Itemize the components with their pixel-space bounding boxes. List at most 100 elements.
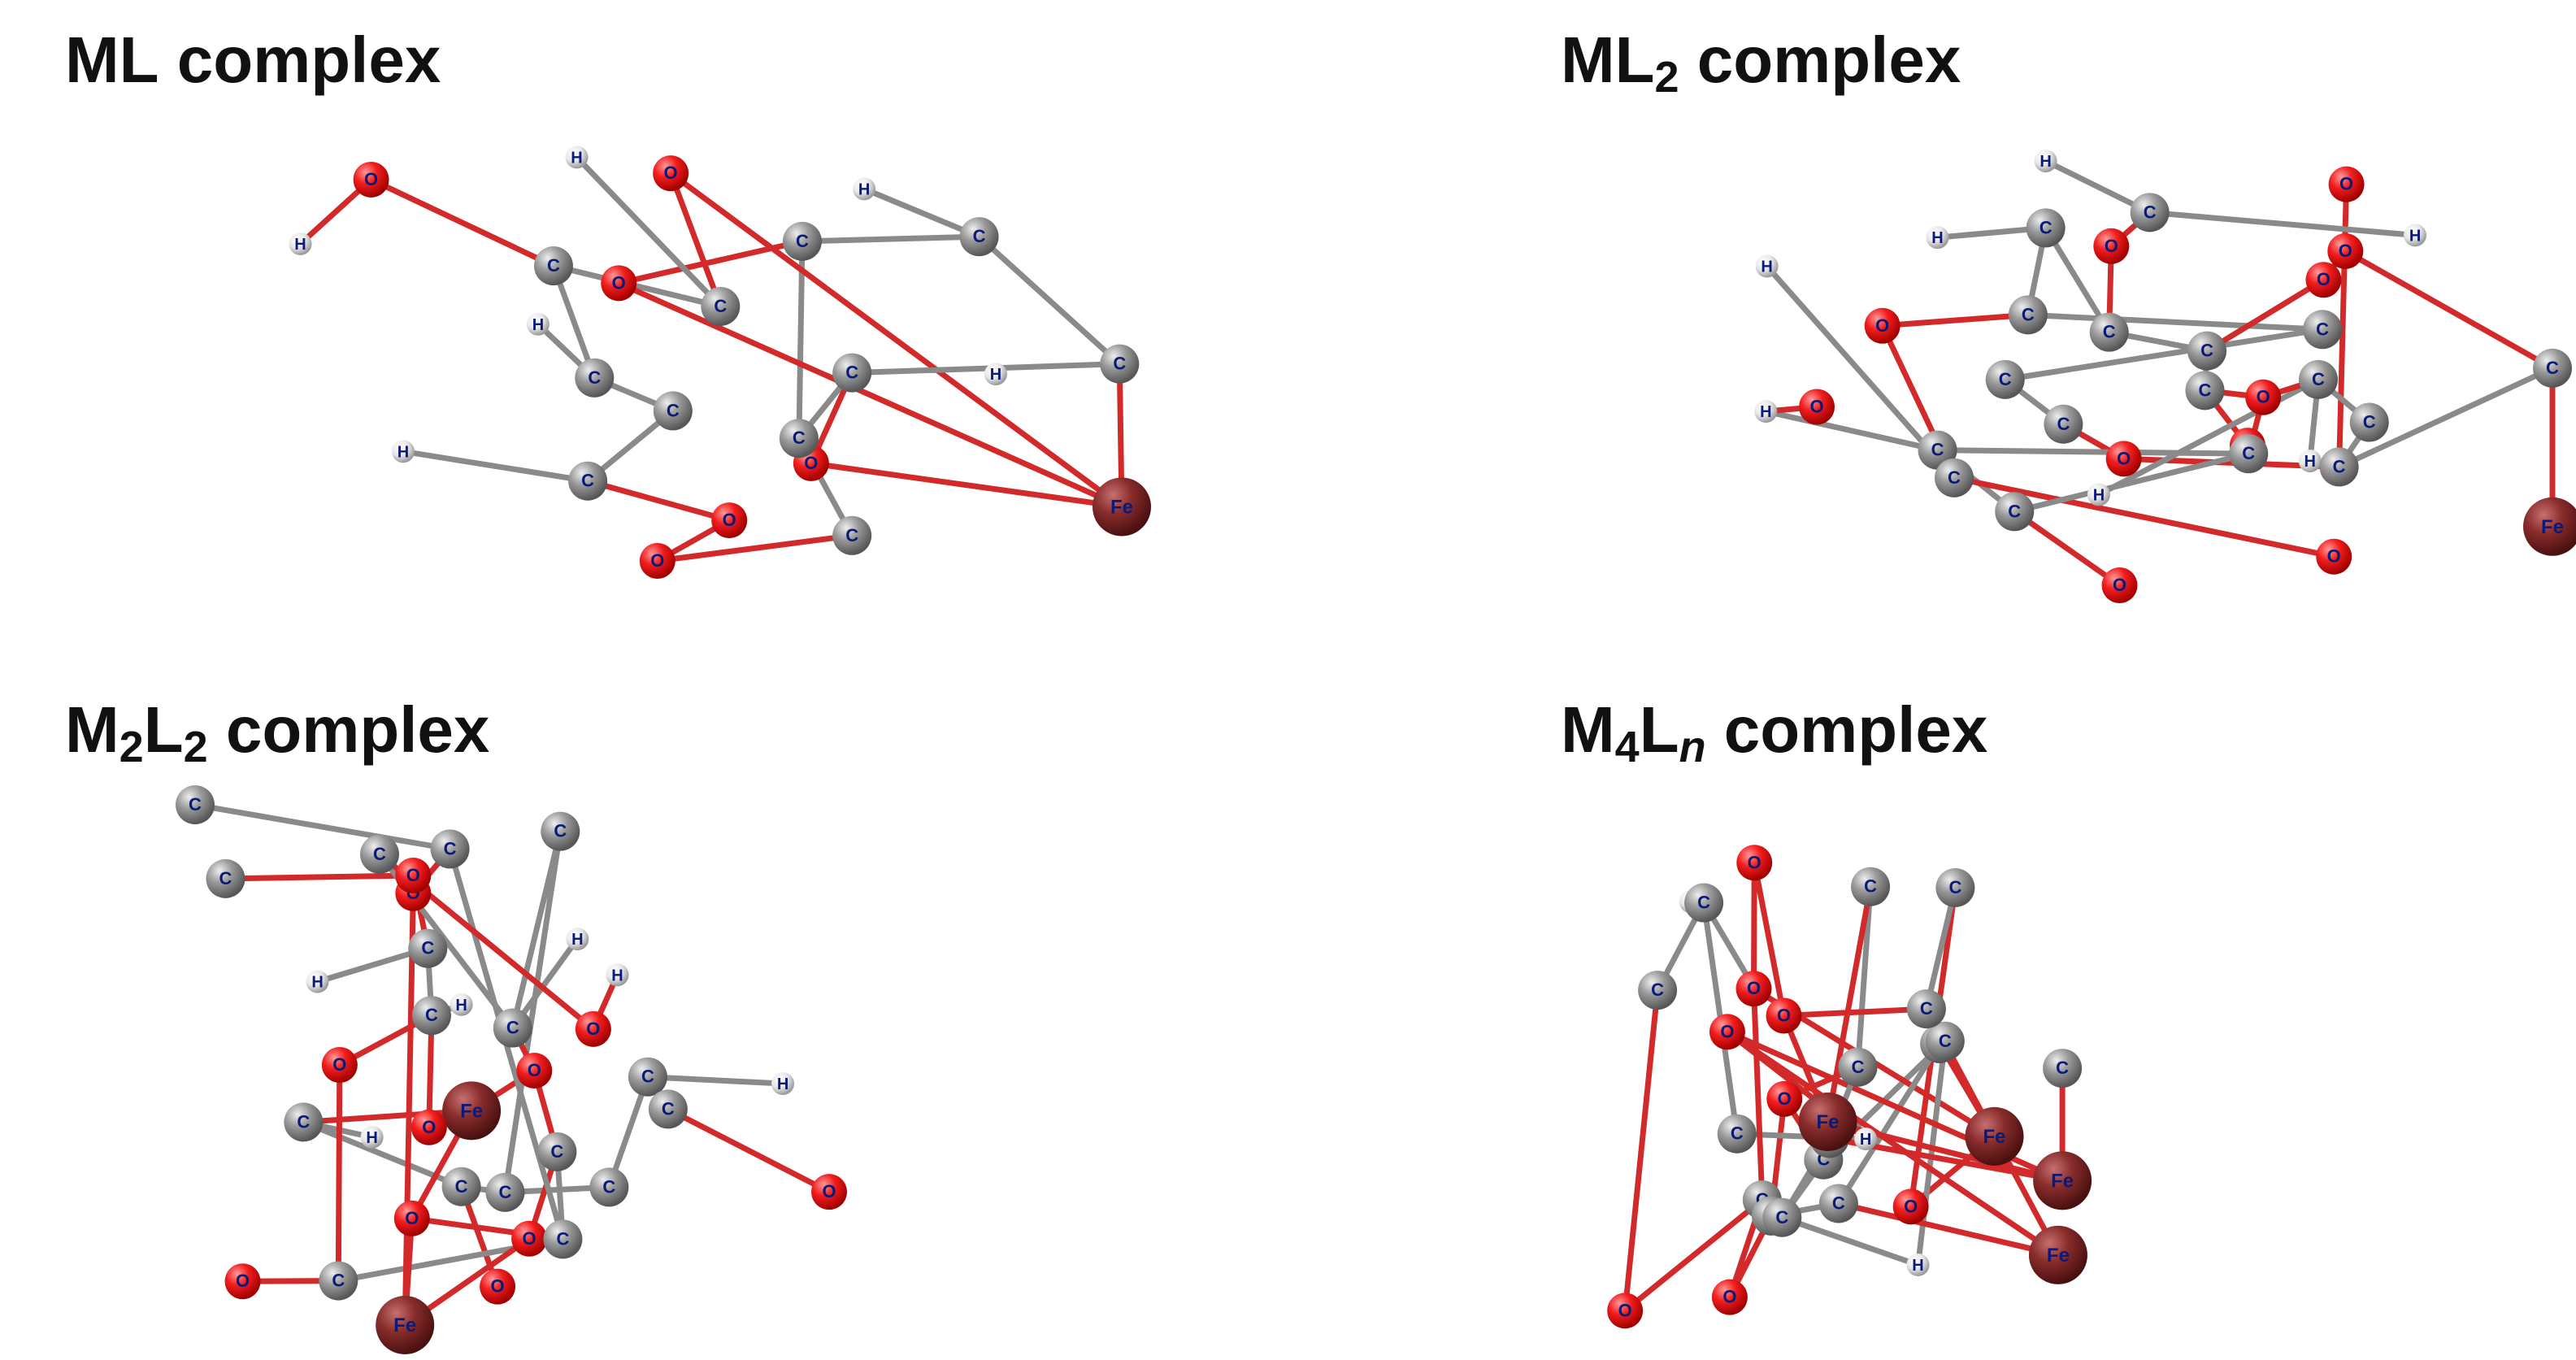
bond <box>2336 365 2556 470</box>
atom-label: C <box>2022 304 2035 324</box>
atom-label: Fe <box>460 1100 483 1122</box>
title-base: M <box>1561 693 1615 766</box>
bond <box>654 532 855 564</box>
atom-h <box>2034 150 2057 173</box>
atom-c <box>2349 402 2389 442</box>
atom-o <box>1711 1279 1748 1315</box>
bond <box>799 233 983 245</box>
atom-c <box>832 515 872 555</box>
atom-fe <box>2523 497 2576 556</box>
atom-c <box>2130 193 2170 232</box>
title-sub2: n <box>1679 723 1706 771</box>
atom-c <box>493 1008 532 1048</box>
bond <box>550 263 597 381</box>
atom-label: O <box>1722 1287 1736 1307</box>
atom-o <box>511 1220 548 1257</box>
atom-label: C <box>1939 1031 1952 1051</box>
atom-label: C <box>2057 414 2070 434</box>
bond <box>667 170 1125 510</box>
bond <box>861 185 983 240</box>
bond <box>808 460 1125 510</box>
atom-o <box>653 155 689 192</box>
atom-label: C <box>2312 369 2325 389</box>
bond <box>1855 884 1874 1071</box>
atom-c <box>2185 371 2225 411</box>
atom-c <box>653 391 693 431</box>
atom-o <box>1766 997 1802 1034</box>
bond <box>1751 859 1787 1019</box>
panel-title-ml: ML complex <box>65 28 441 99</box>
atom-fe <box>2028 1225 2087 1284</box>
atom-label: O <box>2339 174 2353 194</box>
panel-m4ln-complex: CCHHOCCOOOCFeCCOCOCCCCHFeCCOCFeFeHOC <box>1607 845 2092 1329</box>
atom-label: C <box>973 226 986 246</box>
atom-fe <box>1798 1093 1857 1151</box>
atom-c <box>1935 458 1974 498</box>
atom-o <box>2105 441 2142 477</box>
panel-title-m2l2: M2L2 complex <box>65 697 489 771</box>
atom-h <box>853 177 876 201</box>
atom-c <box>589 1167 629 1207</box>
atom-h <box>606 963 629 987</box>
atom-label: H <box>1760 403 1771 421</box>
bond <box>1835 1200 2061 1258</box>
atom-label: O <box>1778 1088 1792 1109</box>
atom-o <box>321 1047 358 1083</box>
atom-c <box>1838 1047 1878 1087</box>
atom-label: C <box>2103 322 2116 342</box>
atom-label: C <box>662 1098 675 1119</box>
bond <box>550 263 723 310</box>
atom-label: H <box>2093 487 2105 505</box>
atom-label: C <box>2199 380 2212 400</box>
atom-label: C <box>444 838 457 858</box>
atom-o <box>2093 228 2130 264</box>
atom-h <box>565 146 589 169</box>
atom-label: Fe <box>2541 516 2564 538</box>
title-sub1: 4 <box>1614 723 1640 771</box>
atom-label: C <box>550 1141 563 1162</box>
atom-label: O <box>2113 575 2126 595</box>
bond <box>368 176 557 269</box>
bond <box>192 802 454 852</box>
atom-label: H <box>366 1129 377 1147</box>
atom-label: O <box>406 865 420 885</box>
atom-label: O <box>422 1117 436 1137</box>
atom-label: H <box>2040 153 2051 171</box>
atom-o <box>2328 166 2365 202</box>
atom-o <box>2245 379 2282 415</box>
atom-label: C <box>332 1271 345 1291</box>
atom-label: H <box>311 974 323 992</box>
atom-c <box>2187 331 2227 371</box>
atom-o <box>1766 1080 1803 1117</box>
bond <box>1762 408 1941 454</box>
atom-o <box>1735 971 1772 1007</box>
atom-c <box>319 1261 358 1301</box>
atom-label: C <box>2333 456 2346 476</box>
atom-c <box>1925 1021 1965 1061</box>
atom-label: O <box>1875 315 1889 336</box>
atom-label: C <box>556 1228 569 1249</box>
atom-o <box>516 1053 553 1089</box>
atom-c <box>1762 1197 1802 1237</box>
panel-m2l2-complex: HCCCCCOOFeCHCHOOOOCCCOFeCCOHCCOOCHHOCC <box>176 785 847 1354</box>
atom-h <box>2298 450 2322 473</box>
atom-label: C <box>796 231 809 251</box>
title-sub1: 2 <box>1654 53 1679 102</box>
atom-c <box>1851 867 1891 906</box>
bond <box>1622 1197 1766 1314</box>
atom-h <box>450 993 473 1016</box>
bond <box>615 280 1125 510</box>
atom-label: C <box>297 1111 310 1132</box>
atom-c <box>575 358 615 398</box>
atom-label: O <box>1720 1021 1734 1041</box>
atom-c <box>485 1172 525 1212</box>
atom-c <box>1935 868 1975 907</box>
title-rest: complex <box>159 24 441 96</box>
atom-label: C <box>2056 1058 2069 1078</box>
atom-h <box>771 1072 795 1096</box>
atom-label: H <box>1912 1257 1923 1275</box>
title-sub2: 2 <box>183 723 208 771</box>
atom-c <box>701 286 741 326</box>
atom-label: O <box>664 163 678 183</box>
atom-o <box>811 1174 847 1210</box>
